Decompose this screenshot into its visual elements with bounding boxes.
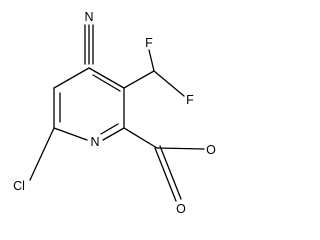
bond-ring-c4-c3 — [88, 67, 125, 89]
atom-label-o-carbonyl: O — [176, 202, 186, 216]
bond-c3-chf2 — [123, 70, 155, 89]
atom-label-f-right: F — [186, 93, 194, 107]
atom-label-backgrounds — [8, 8, 218, 216]
structure-diagram: N F F N Cl O O — [8, 8, 218, 216]
bond-ring-c2-n-inner — [100, 123, 119, 135]
bond-ring-c4-c3-inner — [92, 74, 121, 92]
atom-label-n-ring: N — [90, 135, 99, 149]
atom-label-f-top: F — [145, 36, 153, 50]
bond-c-o-double-2 — [159, 145, 182, 200]
bond-ring-n-c6 — [53, 127, 88, 141]
bonds — [29, 24, 205, 202]
bond-c6-cl — [29, 127, 55, 181]
bond-c-f-top — [148, 49, 155, 72]
atom-label-o-ester: O — [206, 143, 216, 157]
atom-labels: N F F N Cl O O — [13, 10, 216, 216]
bond-c2-ccarbonyl — [123, 127, 158, 149]
atom-label-n-cyano: N — [84, 10, 93, 24]
bond-c-f-right — [153, 70, 185, 97]
atom-label-cl: Cl — [13, 179, 25, 193]
bond-ring-c5-c4 — [53, 67, 90, 89]
bond-ring-c2-n — [102, 127, 125, 141]
bond-c-o-double-1 — [154, 147, 177, 202]
bond-c-o-ester — [156, 147, 205, 150]
